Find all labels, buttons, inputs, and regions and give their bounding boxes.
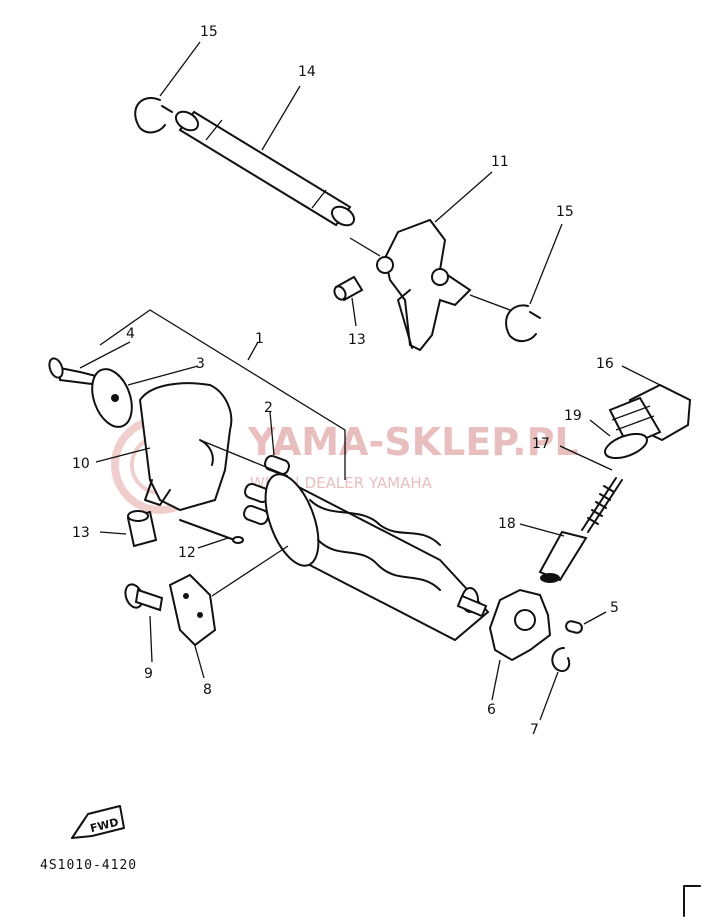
fwd-arrow-icon: FWD <box>71 805 125 839</box>
callout-13-left: 13 <box>72 525 90 541</box>
part-1-shift-drum <box>264 473 490 642</box>
part-10-segment <box>138 382 233 512</box>
part-16-plug-bolt <box>608 383 692 448</box>
callout-11: 11 <box>491 154 509 170</box>
watermark: YAMA-SKLEP.PL WICZ | DEALER YAMAHA <box>111 416 579 514</box>
callout-17: 17 <box>532 436 550 452</box>
callout-7: 7 <box>530 722 539 738</box>
callout-4: 4 <box>126 326 135 342</box>
part-6-star <box>488 588 552 662</box>
corner-mark <box>683 885 701 917</box>
part-7-clip <box>551 647 571 672</box>
callout-9: 9 <box>144 666 153 682</box>
callout-12: 12 <box>178 545 196 561</box>
part-19-gasket <box>604 432 648 460</box>
part-13-pin-left <box>126 510 158 548</box>
part-4-screw <box>48 357 98 386</box>
part-12-pin <box>179 519 244 544</box>
callout-labels: 15 14 11 15 13 1 4 3 16 2 19 10 17 13 18… <box>72 24 619 738</box>
callout-1: 1 <box>255 331 264 347</box>
part-5-pin <box>565 620 583 634</box>
callout-2: 2 <box>264 400 273 416</box>
part-2-pins <box>243 455 290 525</box>
callout-19: 19 <box>564 408 582 424</box>
part-17-spring <box>581 477 623 533</box>
part-9-screw <box>124 583 164 612</box>
callout-10: 10 <box>72 456 90 472</box>
callout-14: 14 <box>298 64 316 80</box>
part-15-clip-right <box>505 304 541 342</box>
part-8-plate <box>168 573 217 647</box>
callout-18: 18 <box>498 516 516 532</box>
callout-15-right: 15 <box>556 204 574 220</box>
callout-5: 5 <box>610 600 619 616</box>
callout-16: 16 <box>596 356 614 372</box>
callout-15-top: 15 <box>200 24 218 40</box>
part-13-pin-top <box>333 275 364 302</box>
part-11-shift-fork <box>376 218 472 352</box>
callout-3: 3 <box>196 356 205 372</box>
callout-8: 8 <box>203 682 212 698</box>
diagram-code: 4S1010-4120 <box>40 858 137 873</box>
part-3-washer <box>91 368 133 428</box>
part-18-pusher <box>538 530 588 583</box>
part-14-shaft <box>174 110 356 227</box>
callout-6: 6 <box>487 702 496 718</box>
part-15-clip-top <box>134 97 173 134</box>
callout-13-top: 13 <box>348 332 366 348</box>
watermark-main: YAMA-SKLEP.PL <box>247 420 579 464</box>
